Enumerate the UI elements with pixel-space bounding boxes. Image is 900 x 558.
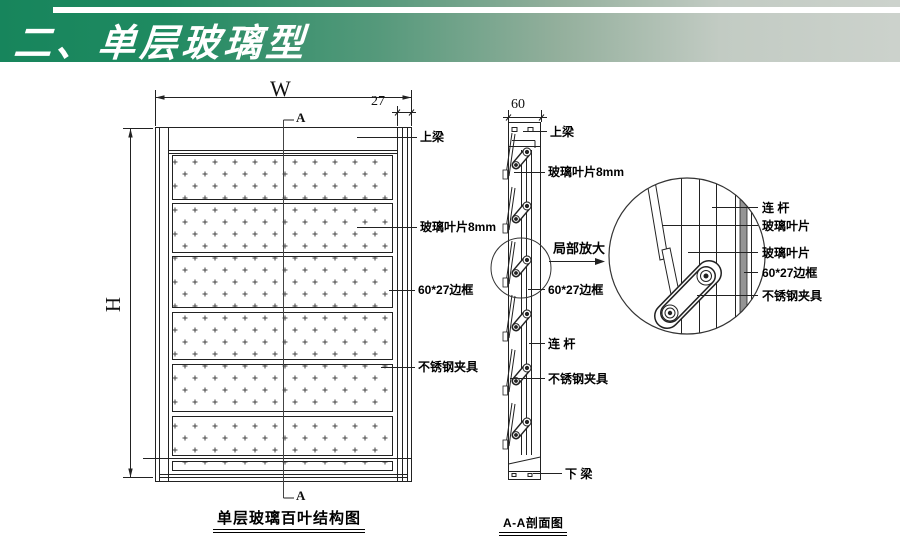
label-detail-link-rod: 连 杆 — [762, 201, 790, 215]
label-front-top-beam: 上梁 — [420, 130, 445, 144]
label-section-frame: 60*27边框 — [548, 283, 604, 297]
label-front-clamp: 不锈钢夹具 — [418, 360, 479, 374]
label-detail-glass-blade-lower: 玻璃叶片 — [762, 246, 811, 260]
front-view-drawing — [123, 90, 417, 499]
label-detail-clamp: 不锈钢夹具 — [762, 289, 823, 303]
banner-divider — [53, 7, 900, 13]
dim-label-depth-60: 60 — [511, 97, 525, 112]
label-front-frame: 60*27边框 — [418, 283, 474, 297]
section-view-drawing — [490, 110, 605, 480]
detail-view-drawing — [608, 177, 766, 335]
label-section-bottom-beam: 下 梁 — [565, 467, 593, 481]
label-front-glass-blade: 玻璃叶片8mm — [420, 220, 497, 234]
label-detail-frame: 60*27边框 — [762, 266, 818, 280]
label-section-glass-blade: 玻璃叶片8mm — [548, 165, 625, 179]
section-marker-a-top: A — [296, 110, 306, 125]
label-detail-glass-blade-upper: 玻璃叶片 — [762, 219, 811, 233]
label-section-top-beam: 上梁 — [550, 125, 575, 139]
caption-section-view: A-A剖面图 — [499, 514, 568, 536]
section-marker-a-bottom: A — [296, 488, 306, 503]
label-detail-callout: 局部放大 — [553, 241, 606, 256]
label-section-link-rod: 连 杆 — [548, 337, 576, 351]
caption-front-view: 单层玻璃百叶结构图 — [213, 507, 366, 533]
section-header-banner: 二、单层玻璃型 — [0, 0, 900, 65]
dim-label-height: H — [101, 296, 126, 313]
label-section-clamp: 不锈钢夹具 — [548, 372, 609, 386]
dim-label-width: W — [270, 76, 291, 101]
dim-label-frame-27: 27 — [371, 94, 385, 109]
